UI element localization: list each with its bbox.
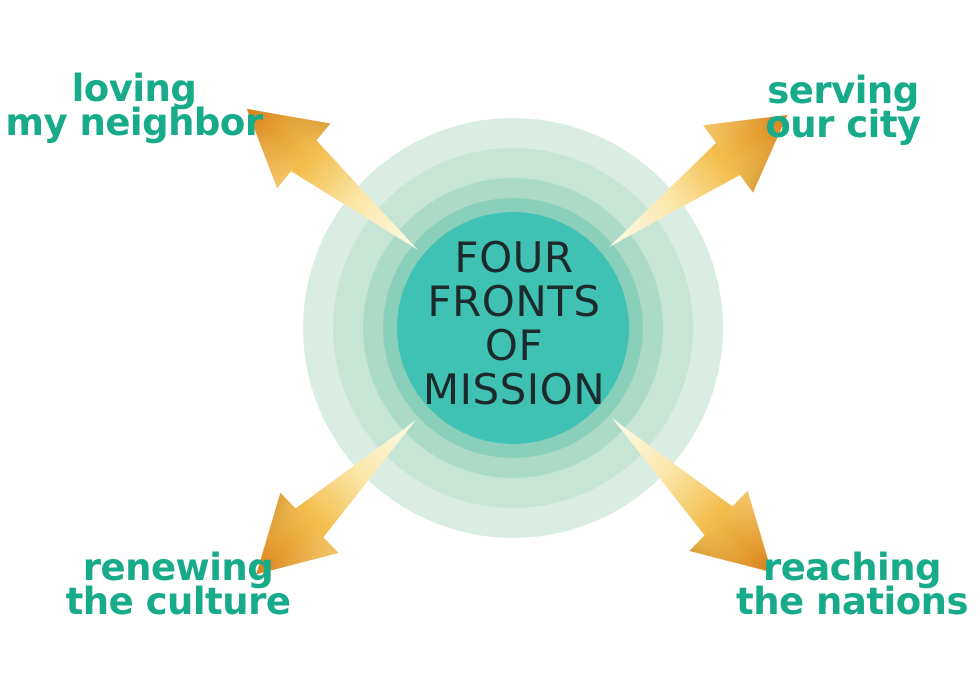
front-label-line: serving [767, 69, 919, 112]
core-circle [397, 212, 629, 444]
front-label-line: loving [71, 67, 197, 110]
front-label-line: my neighbor [5, 101, 263, 144]
front-label-line: our city [765, 103, 921, 146]
arrow-bottom-right [612, 418, 772, 573]
front-label-loving-my-neighbor: loving my neighbor [0, 67, 268, 144]
front-label-line: the culture [65, 580, 291, 623]
center-title-line: FOUR [454, 233, 574, 282]
center-title-line: OF [484, 321, 544, 370]
front-label-renewing-the-culture: renewing the culture [62, 546, 294, 623]
arrow-bottom-left [256, 420, 416, 575]
arrow-top-left [246, 108, 418, 250]
center-title-line: FRONTS [427, 277, 601, 326]
front-label-line: the nations [736, 580, 968, 623]
front-label-line: reaching [762, 546, 942, 589]
front-label-serving-our-city: serving our city [760, 69, 926, 146]
front-label-line: renewing [82, 546, 274, 589]
center-title-line: MISSION [422, 365, 606, 414]
arrow-top-right [609, 114, 788, 247]
concentric-rings [303, 118, 723, 538]
front-label-reaching-the-nations: reaching the nations [734, 546, 970, 623]
center-title: FOUR FRONTS OF MISSION [380, 236, 648, 412]
